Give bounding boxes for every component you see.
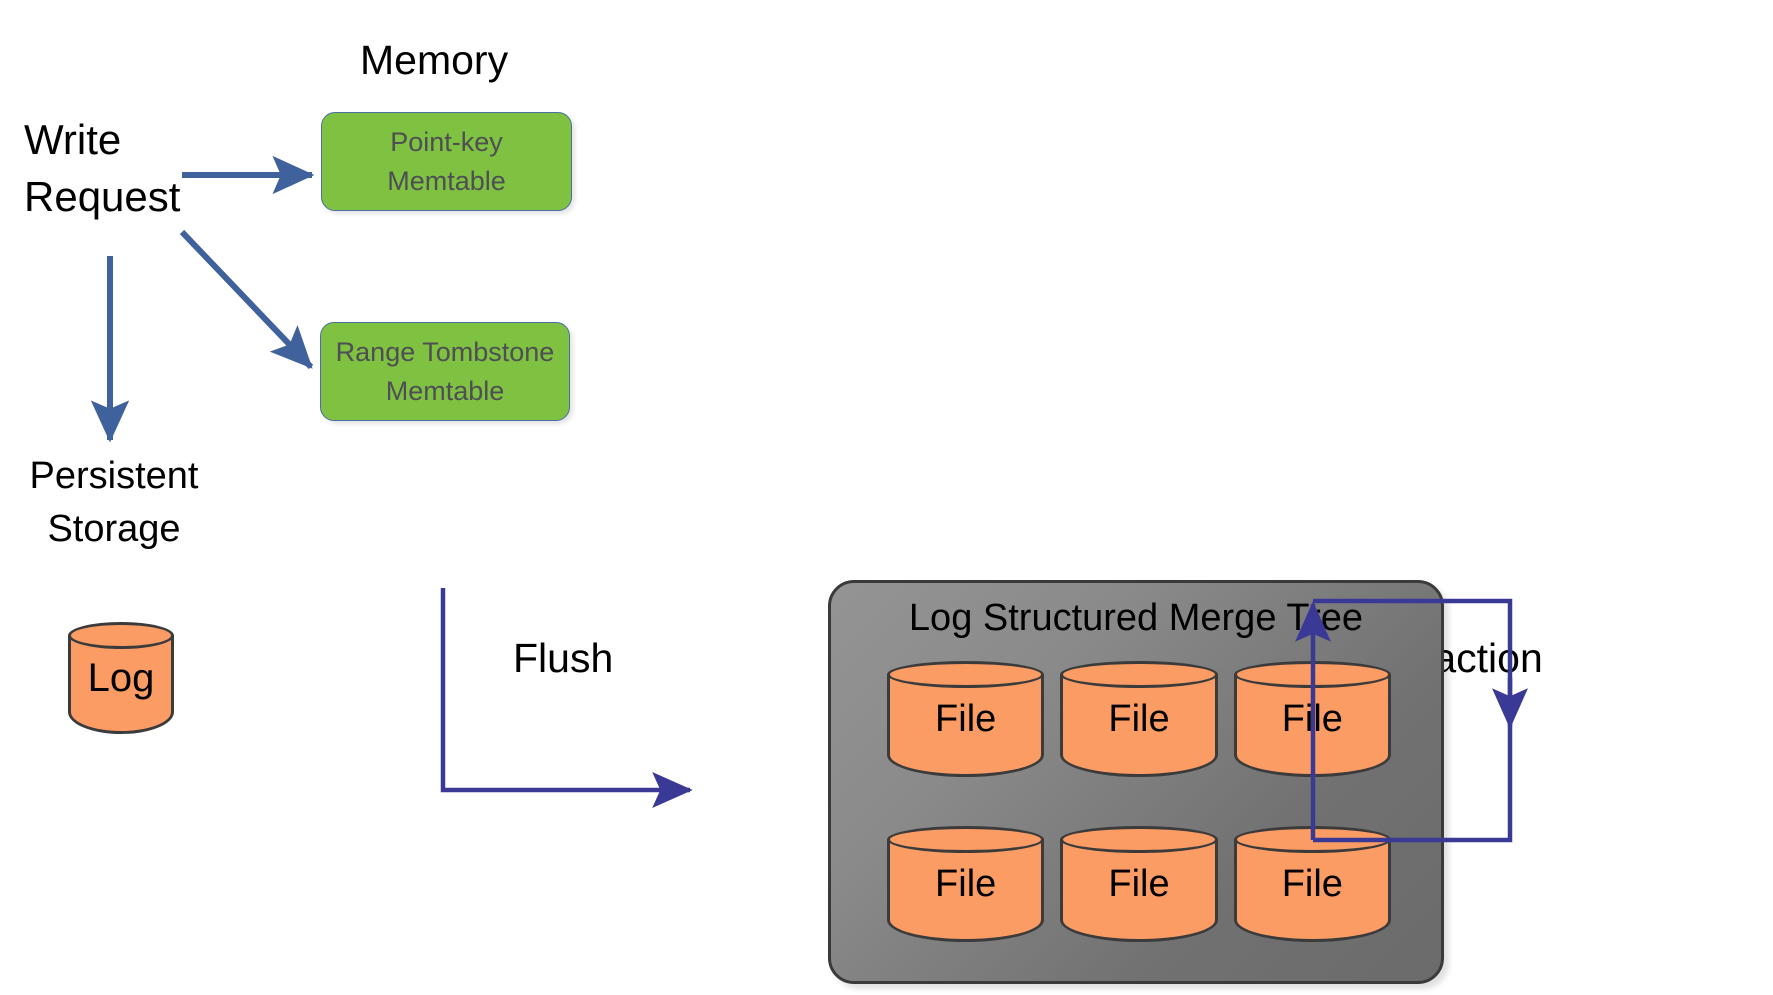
log-cylinder[interactable]: Log	[68, 622, 174, 734]
file-cylinder-label: File	[935, 862, 997, 905]
cylinder-top-ellipse	[1060, 661, 1218, 688]
memory-section-title: Memory	[360, 37, 509, 83]
cylinder-body	[1060, 674, 1218, 777]
file-cylinder-label: File	[1281, 862, 1343, 905]
file-cylinder-label: File	[1108, 862, 1170, 905]
flush-label: Flush	[513, 635, 614, 681]
log-cylinder-label: Log	[87, 655, 155, 700]
file-cylinder[interactable]: File	[887, 661, 1045, 777]
cylinder-top-ellipse	[887, 826, 1045, 853]
cylinder-top-ellipse	[887, 661, 1045, 688]
file-cylinder[interactable]: File	[1060, 826, 1218, 942]
file-cylinder-label: File	[1108, 697, 1170, 740]
arrow-flush	[440, 588, 693, 808]
cylinder-body	[887, 674, 1045, 777]
cylinder-top-ellipse	[1060, 826, 1218, 853]
file-cylinder[interactable]: File	[1060, 661, 1218, 777]
cylinder-body	[68, 635, 174, 734]
cylinder-body	[1233, 839, 1391, 942]
cylinder-body	[1060, 839, 1218, 942]
lsm-tree-title: Log Structured Merge Tree	[908, 597, 1364, 639]
lsm-tree-container[interactable]: Log Structured Merge Tree File File File…	[828, 580, 1444, 984]
lsm-file-grid: File File File File File	[887, 661, 1391, 942]
cylinder-top-ellipse	[68, 622, 174, 649]
arrow-write-to-range-tombstone-memtable	[179, 229, 314, 370]
file-cylinder[interactable]: File	[887, 826, 1045, 942]
cylinder-body	[887, 839, 1045, 942]
file-cylinder[interactable]: File	[1233, 826, 1391, 942]
file-cylinder-label: File	[935, 697, 997, 740]
file-cylinder-label: File	[1281, 697, 1343, 740]
file-cylinder[interactable]: File	[1233, 661, 1391, 777]
